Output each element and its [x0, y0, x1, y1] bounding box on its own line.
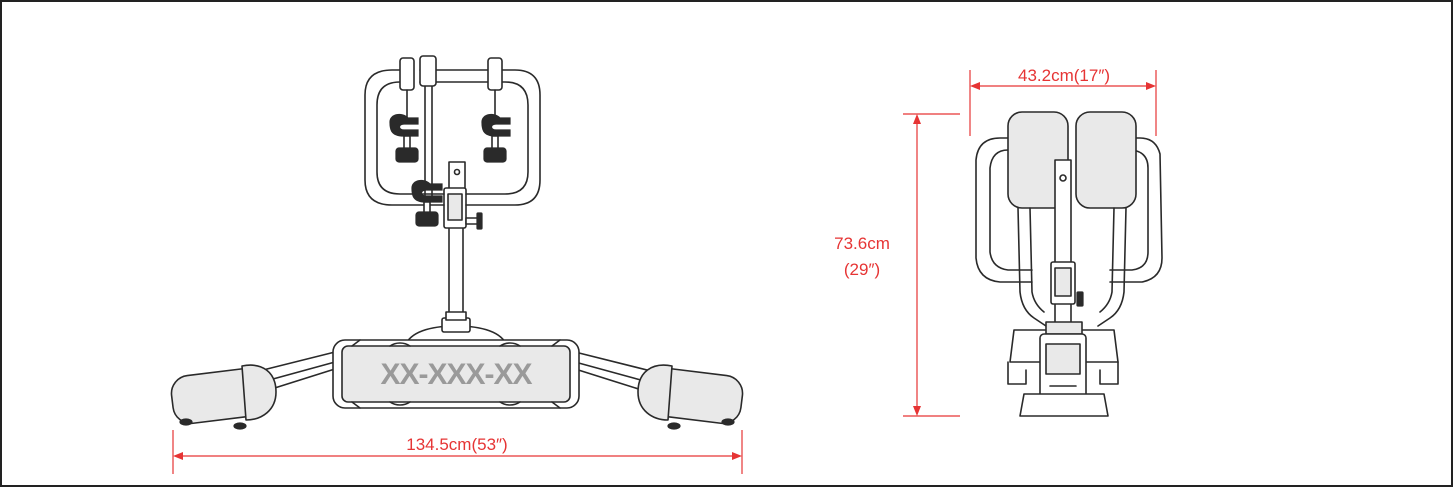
- front-width-dimension: [172, 430, 743, 474]
- left-hook-clamp: [389, 113, 419, 163]
- plate-text: XX-XXX-XX: [380, 358, 532, 391]
- frame-loop: [364, 69, 541, 206]
- front-width-label: 134.5cm(53″): [406, 435, 507, 454]
- top-clamps: [399, 55, 503, 119]
- side-width-label: 43.2cm(17″): [1018, 66, 1110, 85]
- side-height-dimension: [903, 113, 960, 417]
- right-hook-clamp: [481, 113, 511, 163]
- lower-hook-clamp: [411, 179, 443, 227]
- side-height-label-in: (29″): [844, 260, 880, 279]
- side-width-dimension: [969, 70, 1157, 136]
- right-wheel-arm: [571, 351, 744, 430]
- right-pad: [1075, 111, 1137, 209]
- left-wheel-arm: [170, 351, 339, 430]
- license-plate-body: [332, 339, 580, 409]
- center-post: [441, 161, 483, 333]
- side-view: [975, 111, 1163, 417]
- front-view: [170, 55, 744, 430]
- side-height-label-cm: 73.6cm: [834, 234, 890, 253]
